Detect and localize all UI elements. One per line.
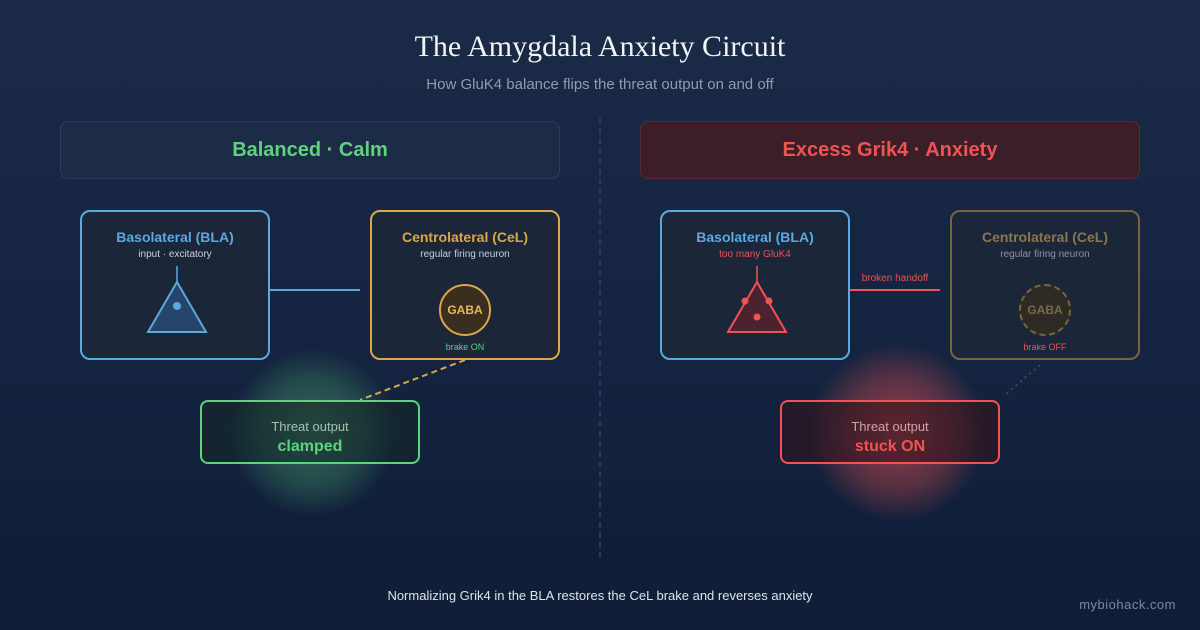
pyramidal-neuron-icon — [146, 266, 208, 333]
right-cel-node: Centrolateral (CeL) regular firing neuro… — [950, 210, 1140, 360]
gaba-circle-inactive: GABA — [1019, 284, 1071, 336]
anxiety-panel-header: Excess Grik4 · Anxiety — [640, 121, 1140, 179]
right-bla-node: Basolateral (BLA) too many GluK4 — [660, 210, 850, 360]
broken-handoff-label: broken handoff — [861, 273, 929, 284]
brand-watermark[interactable]: mybiohack.com — [1079, 597, 1176, 612]
footer-caption: Normalizing Grik4 in the BLA restores th… — [387, 588, 813, 603]
threat-output-label: Threat output — [271, 419, 349, 434]
brake-status: brake OFF — [1023, 342, 1067, 352]
bla-subtitle: too many GluK4 — [719, 249, 791, 260]
bla-title: Basolateral (BLA) — [696, 229, 814, 245]
center-divider — [599, 118, 601, 558]
page-subtitle: How GluK4 balance flips the threat outpu… — [426, 76, 774, 93]
cel-subtitle: regular firing neuron — [1000, 249, 1090, 260]
bla-title: Basolateral (BLA) — [116, 229, 234, 245]
cel-title: Centrolateral (CeL) — [401, 229, 529, 245]
left-threat-output-box: Threat output clamped — [200, 400, 420, 464]
cel-subtitle: regular firing neuron — [420, 249, 510, 260]
bla-subtitle: input · excitatory — [138, 249, 212, 260]
calm-panel-header: Balanced · Calm — [60, 121, 560, 179]
left-bla-node: Basolateral (BLA) input · excitatory — [80, 210, 270, 360]
threat-output-label: Threat output — [851, 419, 929, 434]
threat-output-value: stuck ON — [854, 438, 926, 455]
gaba-circle: GABA — [439, 284, 491, 336]
cel-to-threat-dashed-connector — [359, 359, 466, 401]
brake-status: brake ON — [445, 342, 485, 352]
left-cel-node: Centrolateral (CeL) regular firing neuro… — [370, 210, 560, 360]
threat-output-value: clamped — [277, 438, 343, 455]
faint-cel-to-threat-connector — [1004, 364, 1041, 396]
overexcited-neuron-icon — [726, 266, 788, 333]
right-threat-output-box: Threat output stuck ON — [780, 400, 1000, 464]
cel-title: Centrolateral (CeL) — [981, 229, 1109, 245]
page-title: The Amygdala Anxiety Circuit — [414, 30, 786, 63]
